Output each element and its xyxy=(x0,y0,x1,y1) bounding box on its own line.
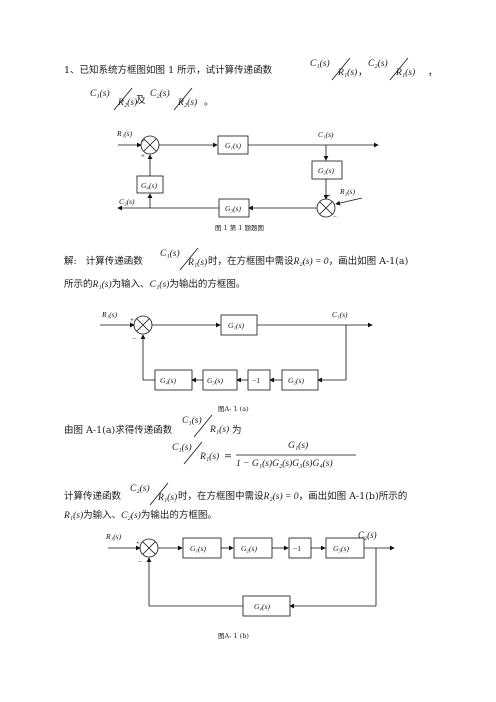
comma-1: ， xyxy=(358,66,368,79)
solution-text3: ，画出如图 A-1(a) xyxy=(328,256,409,267)
a1a-r1-label: R₁(s) xyxy=(101,310,118,319)
solution2-c: C₂(s) xyxy=(121,511,141,521)
fig1-g4-label: G₄(s) xyxy=(141,181,157,190)
solution-line2-r: R₁(s) xyxy=(92,280,112,290)
problem-line-1: 1、已知系统方框图如图 1 所示，试计算传递函数 xyxy=(64,64,272,77)
derive-den: R₁(s) xyxy=(210,425,230,435)
a1b-r1-label: R₁(s) xyxy=(105,532,122,541)
a1b-g4-label: G₄(s) xyxy=(254,602,270,611)
problem-number: 1、 xyxy=(64,65,80,76)
derive-wei-text: 为 xyxy=(232,425,242,436)
a1b-g2-label: G₂(s) xyxy=(241,544,257,553)
fig1-minus: − xyxy=(333,213,337,221)
solution-line-1b: 时，在方框图中需设R₂(s) = 0，画出如图 A-1(a) xyxy=(208,255,408,269)
tf2-num: C₂(s) xyxy=(368,59,388,69)
and-word: 及 xyxy=(136,94,146,107)
solution2-cond: R₂(s) = 0 xyxy=(263,492,299,502)
problem-intro: 已知系统方框图如图 1 所示，试计算传递函数 xyxy=(79,65,273,76)
fig1-g1-label: G₁(s) xyxy=(225,141,241,150)
fig1-plus-r2: + xyxy=(327,192,331,200)
solution2-end: 为输出的方框图。 xyxy=(140,510,217,521)
solution-text1: 计算传递函数 xyxy=(85,256,143,267)
fig1-plus-fb: + xyxy=(141,152,145,160)
equation-rhs-num: G₁(s) xyxy=(288,441,309,451)
comma: ， xyxy=(428,67,438,78)
comma: ， xyxy=(358,67,368,78)
a1b-neg-label: −1 xyxy=(293,544,301,553)
derive-text: 由图 A-1(a)求得传递函数 xyxy=(64,425,173,436)
a1a-caption: 图A- 1 (a) xyxy=(218,405,249,413)
solution2-text1: 计算传递函数 xyxy=(64,491,122,502)
a1a-g1-label: G₁(s) xyxy=(228,321,244,330)
solution-cond: R₂(s) = 0 xyxy=(293,257,329,267)
derive-num: C₁(s) xyxy=(182,416,202,426)
equation-eq: = xyxy=(224,451,232,462)
solution-line2-start: 所示的 xyxy=(64,279,93,290)
solution-line-1: 解: 计算传递函数 xyxy=(64,255,143,268)
comma-2: ， xyxy=(428,66,438,79)
solution2-num: C₂(s) xyxy=(130,484,150,494)
solution2-line-2: R₁(s)为输入、C₂(s)为输出的方框图。 xyxy=(64,509,217,523)
period-mark: 。 xyxy=(204,97,214,108)
fig1-g3-label: G₃(s) xyxy=(225,204,241,213)
fig1-g2-label: G₂(s) xyxy=(318,166,334,175)
solution2-line-1: 计算传递函数 xyxy=(64,490,121,503)
solution-text2: 时，在方框图中需设 xyxy=(208,256,294,267)
derive-line: 由图 A-1(a)求得传递函数 xyxy=(64,424,172,437)
solution-tf-num: C₁(s) xyxy=(160,249,180,259)
tf3-num: C₁(s) xyxy=(90,89,110,99)
period: 。 xyxy=(204,96,214,109)
a1a-g2-label: G₂(s) xyxy=(288,376,304,385)
a1b-caption: 图A- 1 (b) xyxy=(218,632,249,640)
tf1-num: C₁(s) xyxy=(310,59,330,69)
solution2-line-1b: 时，在方框图中需设R₂(s) = 0，画出如图 A-1(b)所示的 xyxy=(178,490,407,504)
derive-tf: C₁(s) R₁(s) xyxy=(182,415,229,435)
eq-lhs-num: C₁(s) xyxy=(172,443,192,453)
a1a-plus: + xyxy=(130,316,134,324)
fig1-caption: 图 1 第 1 题题图 xyxy=(215,224,265,232)
fig1-c1-label: C₁(s) xyxy=(318,130,334,139)
solution2-r: R₁(s) xyxy=(64,511,84,521)
a1b-plus: + xyxy=(136,539,140,547)
and: 及 xyxy=(136,95,146,106)
eq-lhs-den: R₁(s) xyxy=(200,452,220,462)
a1a-g3-label: G₃(s) xyxy=(207,376,223,385)
fig1-plus: + xyxy=(141,137,145,145)
a1b-g1-label: G₁(s) xyxy=(190,544,206,553)
a1b-g3-label: G₃(s) xyxy=(333,544,349,553)
solution-line2-c: C₁(s) xyxy=(149,280,170,290)
a1b-c2-label: C₂(s) xyxy=(358,530,377,540)
derive-wei: 为 xyxy=(232,424,242,437)
equation-lhs: C₁(s) R₁(s) xyxy=(172,442,219,462)
solution2-mid: 为输入、 xyxy=(83,510,122,521)
equation-rhs-den: 1 − G₁(s)G₂(s)G₃(s)G₄(s) xyxy=(236,459,333,469)
tf4-num: C₂(s) xyxy=(150,89,170,99)
a1a-g4-label: G₄(s) xyxy=(160,376,176,385)
solution-label: 解: xyxy=(64,256,77,267)
a1a-minus: − xyxy=(132,335,136,343)
a1a-c1-label: C₁(s) xyxy=(332,310,348,319)
solution2-text2: 时，在方框图中需设 xyxy=(178,491,264,502)
solution2-text3: ，画出如图 A-1(b)所示的 xyxy=(298,491,408,502)
solution-line-2: 所示的R₁(s)为输入、C₁(s)为输出的方框图。 xyxy=(64,278,245,292)
fig1-r2-label: R₂(s) xyxy=(339,187,356,196)
solution-line2-end: 为输出的方框图。 xyxy=(169,279,246,290)
a1a-neg-label: −1 xyxy=(252,376,260,385)
fig1-r1-label: R₁(s) xyxy=(116,129,133,138)
a1b-minus: − xyxy=(138,558,142,566)
fig1-c2-label: C₂(s) xyxy=(119,197,135,206)
solution-line2-mid: 为输入、 xyxy=(111,279,150,290)
